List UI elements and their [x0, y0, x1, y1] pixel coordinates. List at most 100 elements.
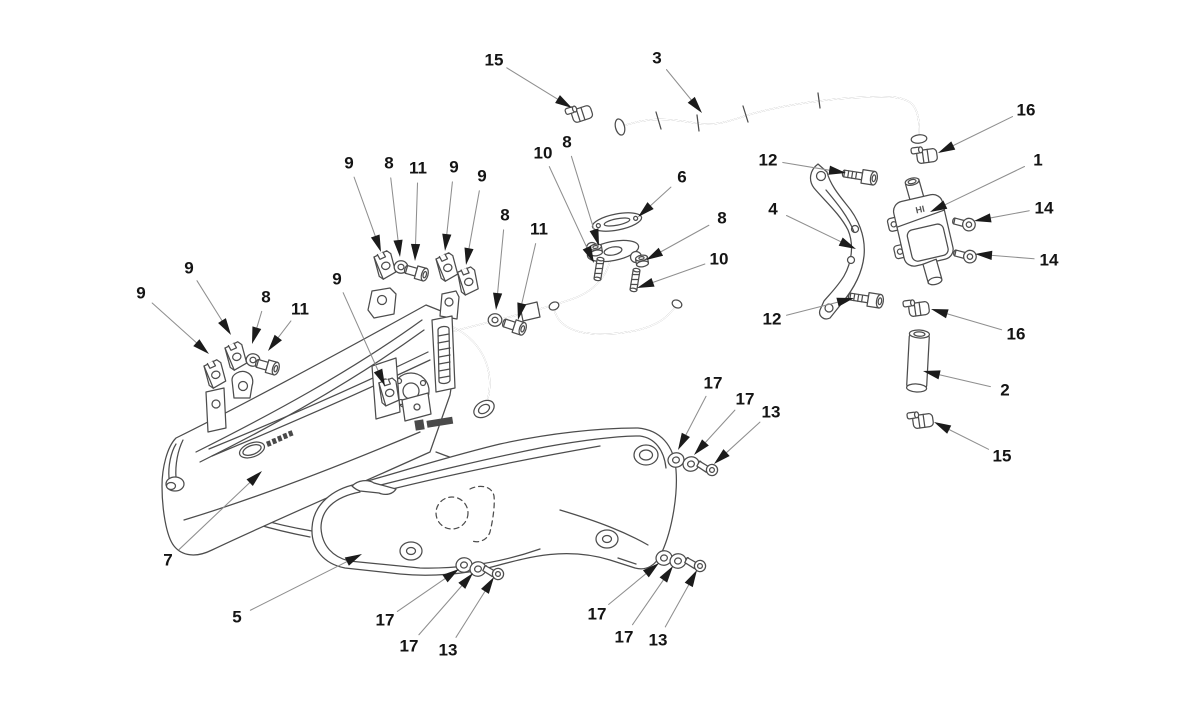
part-number-11: 11 [530, 220, 548, 239]
part-number-15: 15 [485, 51, 504, 70]
part-number-5: 5 [232, 608, 241, 627]
callout-arrowhead-11 [268, 334, 282, 351]
callout-arrowhead-13 [714, 449, 730, 464]
stud-10 [629, 267, 641, 293]
callout-arrowhead-9 [218, 318, 231, 335]
callout-leader-13 [723, 421, 761, 456]
callout-arrowhead-17 [642, 563, 659, 578]
callout-leader-9 [353, 176, 377, 240]
slot-bracket [431, 315, 456, 393]
callout-leader-16 [950, 116, 1014, 148]
callout-arrowhead-9 [464, 247, 474, 265]
callout-leader-6 [647, 186, 672, 209]
callout-leader-1 [942, 165, 1026, 207]
callout-leader-9 [196, 280, 225, 324]
callout-arrowhead-13 [684, 570, 697, 588]
callout-leader-8 [570, 155, 596, 234]
clip-nut-9 [222, 340, 250, 372]
air-pipe-assembly [446, 212, 683, 335]
part-number-8: 8 [562, 133, 571, 152]
callout-arrowhead-7 [246, 471, 262, 487]
callout-leader-12 [782, 161, 833, 172]
callout-arrowhead-8 [393, 239, 403, 257]
callout-arrowhead-10 [637, 277, 655, 288]
part-number-9: 9 [184, 259, 193, 278]
callout-leader-11 [520, 243, 537, 307]
part-number-13: 13 [649, 631, 668, 650]
clamp-16-bottom [902, 297, 931, 319]
callout-leader-11 [275, 320, 292, 341]
callout-leader-15 [945, 427, 990, 450]
j-hose [548, 299, 683, 335]
callout-leader-9 [342, 292, 380, 374]
callout-arrowhead-12 [828, 165, 846, 175]
valve-bolt-14-a [950, 214, 978, 233]
callout-arrowhead-9 [370, 234, 381, 252]
callout-arrowhead-14 [975, 250, 993, 260]
exhaust-tip [165, 476, 185, 492]
callout-leader-13 [664, 581, 691, 628]
part-number-9: 9 [344, 154, 353, 173]
part-number-10: 10 [534, 144, 553, 163]
callout-arrowhead-15 [934, 422, 952, 434]
part-number-16: 16 [1007, 325, 1026, 344]
bolt-11 [253, 356, 282, 377]
part-number-17: 17 [588, 605, 607, 624]
part-number-8: 8 [717, 209, 726, 228]
callout-leader-17 [418, 583, 465, 636]
shield-boss [399, 541, 423, 561]
clip-nut-9 [371, 249, 399, 281]
callout-leader-14 [988, 254, 1035, 260]
callout-arrowhead-9 [373, 368, 385, 386]
nut-8 [634, 253, 650, 269]
part-number-17: 17 [615, 628, 634, 647]
mounting-bracket-4 [809, 163, 865, 320]
part-number-9: 9 [477, 167, 486, 186]
callout-leader-15 [506, 67, 561, 102]
mounting-tab-b [439, 290, 460, 320]
clamp-16-top [910, 144, 939, 166]
callout-leader-17 [631, 576, 666, 626]
callout-leader-10 [649, 263, 706, 284]
shield-clip-strap [351, 479, 397, 495]
callout-leader-7 [178, 480, 253, 551]
part-number-9: 9 [136, 284, 145, 303]
callout-leader-12 [786, 300, 841, 316]
callout-leader-8 [657, 224, 710, 254]
callout-arrowhead-17 [442, 569, 459, 583]
brand-logo [238, 430, 294, 459]
callout-leader-13 [455, 588, 488, 638]
callout-leader-9 [445, 181, 453, 238]
callout-arrowhead-11 [517, 302, 527, 320]
part-number-17: 17 [376, 611, 395, 630]
front-ear [231, 370, 254, 399]
part-number-8: 8 [261, 288, 270, 307]
washer-8 [487, 313, 503, 327]
callout-leader-9 [467, 190, 480, 252]
callout-leader-8 [496, 229, 505, 297]
part-number-17: 17 [400, 637, 419, 656]
callout-arrowhead-1 [930, 200, 948, 212]
part-number-9: 9 [449, 158, 458, 177]
callout-arrowhead-3 [687, 96, 702, 113]
bolt-13 [683, 556, 707, 573]
air-hose [614, 92, 928, 144]
callout-arrowhead-5 [344, 554, 362, 566]
callout-arrowhead-6 [638, 202, 654, 217]
callout-arrowhead-15 [555, 95, 572, 108]
callout-arrowhead-14 [974, 213, 992, 223]
clip-nut-9 [201, 358, 229, 390]
callout-arrowhead-17 [694, 439, 709, 455]
part-number-9: 9 [332, 270, 341, 289]
check-valve: HI [886, 177, 954, 286]
part-number-1: 1 [1033, 151, 1042, 170]
part-number-12: 12 [763, 310, 782, 329]
callout-leader-11 [414, 182, 419, 248]
part-number-13: 13 [762, 403, 781, 422]
part-number-15: 15 [993, 447, 1012, 466]
callout-arrowhead-13 [481, 577, 494, 594]
callout-arrowhead-8 [252, 326, 262, 344]
part-number-2: 2 [1000, 381, 1009, 400]
